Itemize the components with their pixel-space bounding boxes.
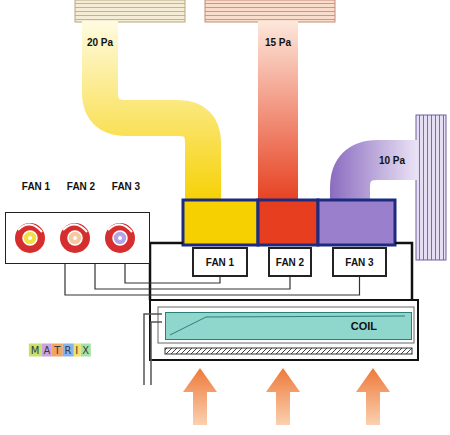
fan-icon-part (23, 231, 37, 245)
logo-letter: A (41, 344, 52, 357)
coil-pipe (144, 314, 162, 385)
airflow-arrow (356, 368, 390, 425)
supply-duct (100, 21, 203, 206)
fan-icon-part (118, 236, 122, 240)
coil-fin-line (170, 316, 405, 335)
fan-box: FAN 3 (332, 247, 387, 277)
logo-letter: T (52, 344, 62, 357)
pressure-label: 20 Pa (87, 37, 113, 48)
airflow-arrow (266, 368, 300, 425)
diffuser-grille (416, 115, 446, 260)
fan-icon-part (105, 223, 135, 253)
fan-label: FAN 3 (110, 181, 142, 194)
fan-box: FAN 1 (192, 247, 248, 277)
fan-housing (150, 243, 412, 300)
fan-icon-part (60, 223, 90, 253)
coil-block: COIL (165, 312, 412, 340)
logo-letter: M (29, 344, 42, 357)
pressure-label: 20 Pa (87, 37, 113, 48)
fan-icon (60, 223, 90, 253)
fan-plenum (318, 200, 395, 245)
fan-box: FAN 2 (268, 247, 312, 277)
fan-label: FAN 2 (65, 181, 97, 194)
pressure-label: 15 Pa (265, 37, 291, 48)
fan-plenum (258, 200, 318, 245)
fan-icon-part (113, 231, 127, 245)
brand-logo: MATRIX (29, 344, 91, 357)
logo-letter: R (62, 344, 73, 357)
coil-label: COIL (351, 320, 377, 332)
controller-panel (5, 212, 150, 264)
fan-label: FAN 1 (20, 181, 52, 194)
fan-icon (105, 223, 135, 253)
coil-frame (158, 307, 414, 343)
diffuser-grille (205, 0, 335, 22)
pressure-label: 15 Pa (265, 37, 291, 48)
airflow-arrow (183, 368, 217, 425)
brand-logo: MATRIX (29, 344, 91, 357)
coil-casing (150, 300, 418, 360)
fan-icon-part (73, 236, 77, 240)
fan-label: FAN 1 (206, 257, 234, 268)
supply-duct (258, 21, 298, 206)
controller-panel: FAN 1FAN 2FAN 3 (5, 212, 150, 264)
diffuser-grille (75, 0, 185, 22)
fan-icon-part (68, 231, 82, 245)
fan-icon-part (15, 223, 45, 253)
logo-letter: X (80, 344, 91, 357)
logo-letter: I (73, 344, 80, 357)
fan-label: FAN 2 (276, 257, 304, 268)
pressure-label: 10 Pa (379, 155, 405, 166)
fan-label: FAN 3 (345, 257, 373, 268)
drip-tray (165, 348, 412, 354)
fan-plenum (183, 200, 258, 245)
pressure-label: 10 Pa (379, 155, 405, 166)
fan-icon (15, 223, 45, 253)
fan-icon-part (28, 236, 32, 240)
